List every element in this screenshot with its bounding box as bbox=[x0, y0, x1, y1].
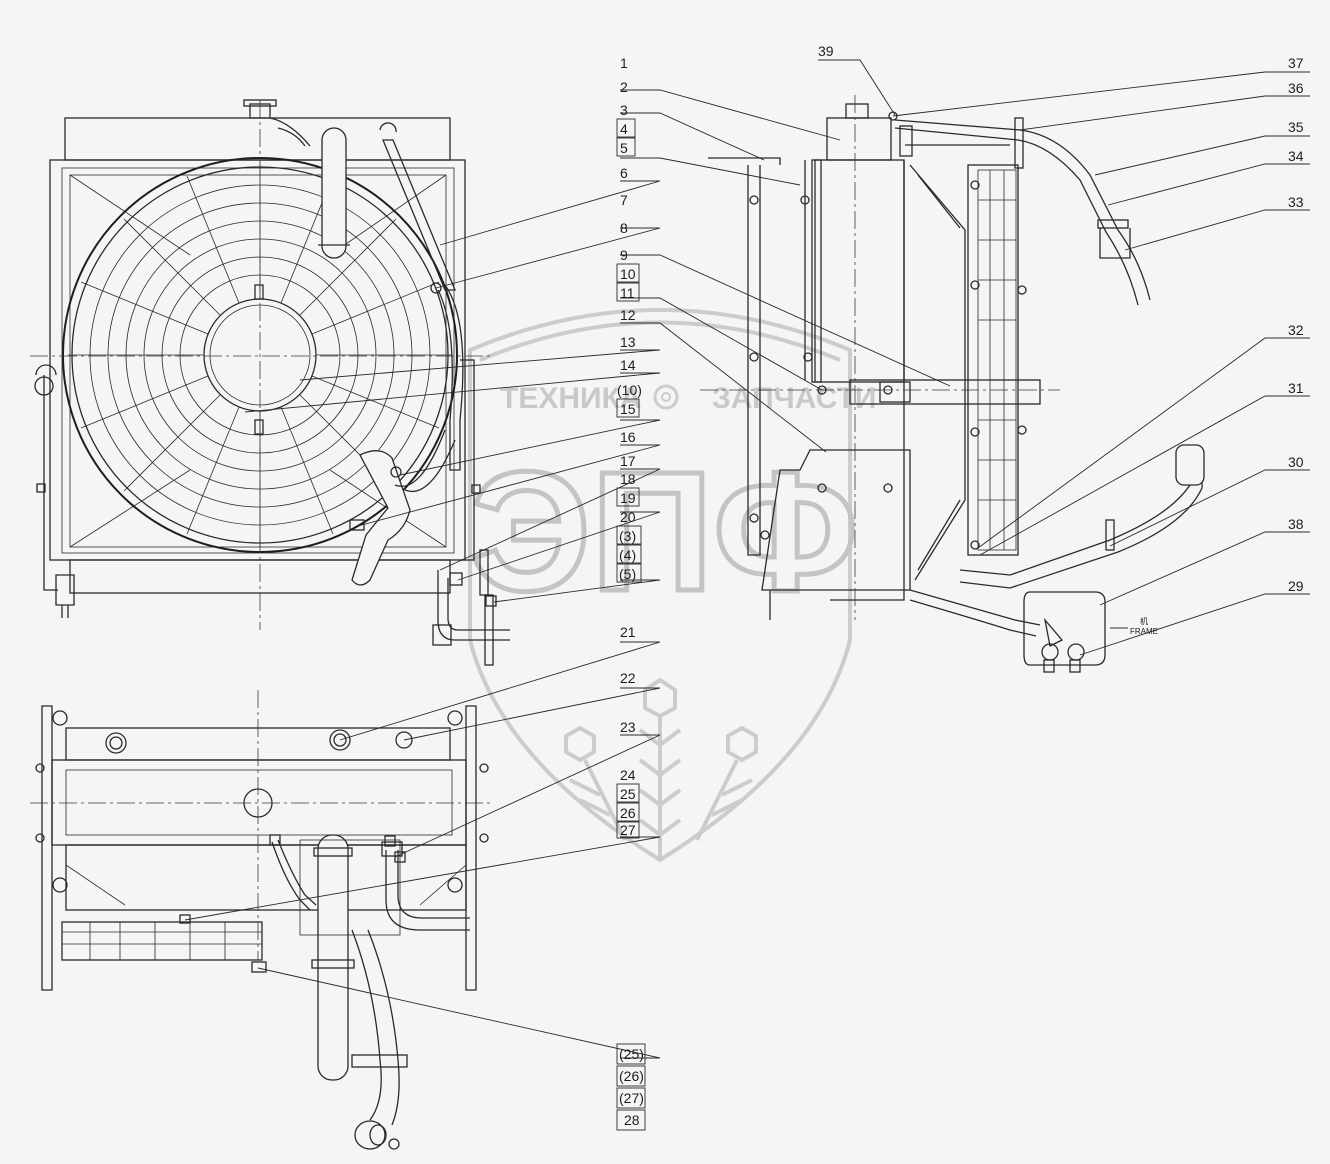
callout-6: 6 bbox=[620, 165, 628, 181]
watermark-shield-outline bbox=[468, 308, 852, 863]
callout-33: 33 bbox=[1288, 194, 1304, 210]
callout-2: 2 bbox=[620, 79, 628, 95]
callout-28: 28 bbox=[624, 1112, 640, 1128]
callout-25-ref: (25) bbox=[619, 1046, 644, 1062]
callout-9: 9 bbox=[620, 247, 628, 263]
callout-36: 36 bbox=[1288, 80, 1304, 96]
callout-12: 12 bbox=[620, 307, 636, 323]
callout-22: 22 bbox=[620, 670, 636, 686]
callout-8: 8 bbox=[620, 220, 628, 236]
callout-31: 31 bbox=[1288, 380, 1304, 396]
callout-26: 26 bbox=[620, 805, 636, 821]
callout-5: 5 bbox=[620, 140, 628, 156]
callout-39: 39 bbox=[818, 43, 834, 59]
callout-37: 37 bbox=[1288, 55, 1304, 71]
callout-20: 20 bbox=[620, 509, 636, 525]
callout-24: 24 bbox=[620, 767, 636, 783]
callout-23: 23 bbox=[620, 719, 636, 735]
callout-35: 35 bbox=[1288, 119, 1304, 135]
callout-32: 32 bbox=[1288, 322, 1304, 338]
callout-18: 18 bbox=[620, 471, 636, 487]
callout-14: 14 bbox=[620, 357, 636, 373]
callout-11: 11 bbox=[620, 285, 635, 301]
frame-label-english: FRAME bbox=[1130, 627, 1158, 636]
callout-25: 25 bbox=[620, 786, 636, 802]
callout-5-ref: (5) bbox=[619, 566, 636, 582]
callout-labels-left-stack: 1 2 3 4 5 6 7 8 9 10 11 12 13 14 (10) 15… bbox=[616, 55, 646, 1131]
callout-3-ref: (3) bbox=[619, 528, 636, 544]
callout-21: 21 bbox=[620, 624, 636, 640]
frame-label-chinese: 机 bbox=[1140, 616, 1148, 626]
callout-1: 1 bbox=[620, 55, 628, 71]
callout-7: 7 bbox=[620, 192, 628, 208]
callout-4: 4 bbox=[620, 121, 628, 137]
side-view: 机 FRAME bbox=[700, 95, 1205, 673]
callout-10: 10 bbox=[620, 266, 636, 282]
callout-13: 13 bbox=[620, 334, 636, 350]
callout-4-ref: (4) bbox=[619, 547, 636, 563]
callout-10-ref: (10) bbox=[617, 382, 642, 398]
callout-19: 19 bbox=[620, 490, 636, 506]
bottom-view bbox=[30, 690, 490, 1150]
watermark-left-word: ТЕХНИКА bbox=[500, 382, 642, 415]
wheat-emblem-icon bbox=[564, 677, 758, 860]
callout-17: 17 bbox=[620, 453, 636, 469]
watermark-emblem-text: ЭПФ bbox=[470, 437, 858, 627]
callout-labels-right: 39 37 36 35 34 33 32 31 30 38 29 bbox=[818, 43, 1304, 594]
watermark-shield-inner bbox=[479, 320, 841, 362]
callout-27-ref: (27) bbox=[619, 1090, 644, 1106]
front-view bbox=[30, 99, 510, 666]
gear-icon bbox=[653, 384, 679, 410]
callout-3: 3 bbox=[620, 102, 628, 118]
callout-30: 30 bbox=[1288, 454, 1304, 470]
watermark: ЭПФ ТЕХНИКА ЗАПЧАСТИ bbox=[468, 308, 876, 863]
callout-29: 29 bbox=[1288, 578, 1304, 594]
callout-38: 38 bbox=[1288, 516, 1304, 532]
callout-16: 16 bbox=[620, 429, 636, 445]
callout-15: 15 bbox=[620, 401, 636, 417]
watermark-right-word: ЗАПЧАСТИ bbox=[712, 382, 876, 415]
callout-34: 34 bbox=[1288, 148, 1304, 164]
callout-26-ref: (26) bbox=[619, 1068, 644, 1084]
callout-27: 27 bbox=[620, 822, 636, 838]
leader-lines bbox=[184, 59, 1310, 1059]
